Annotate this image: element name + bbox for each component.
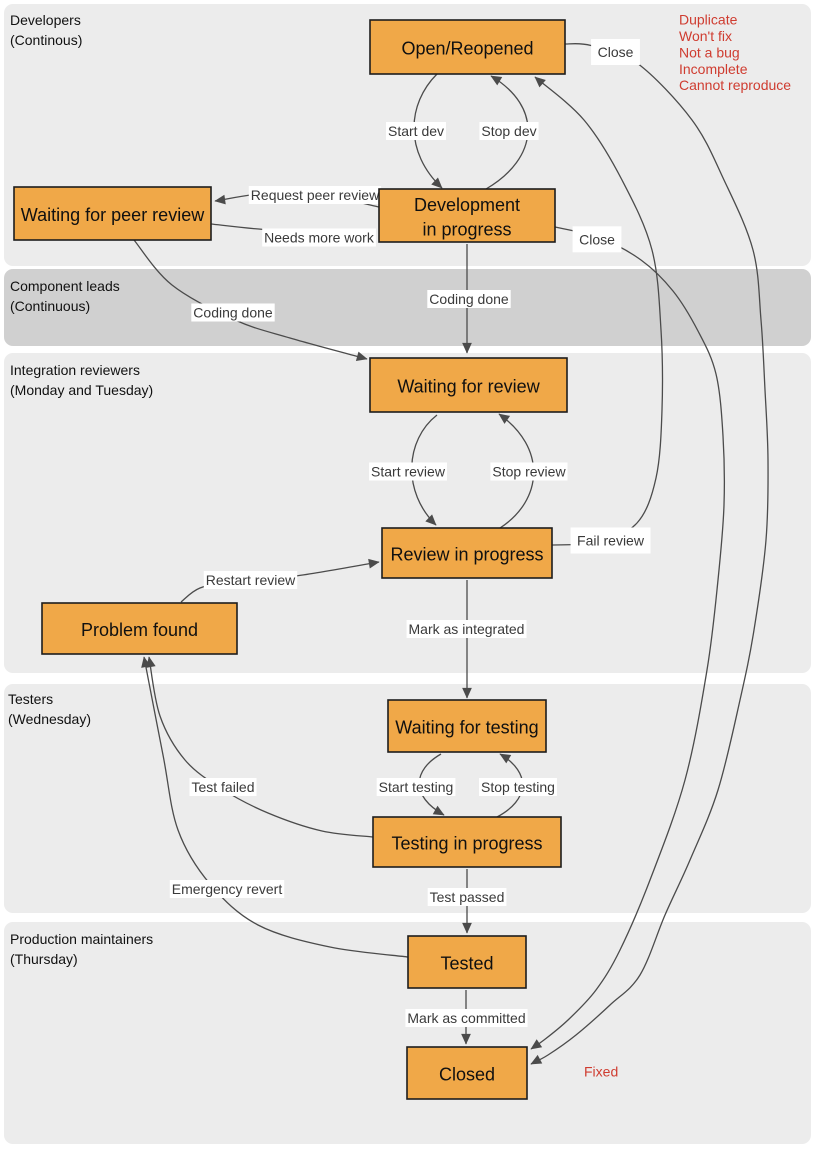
svg-text:Open/Reopened: Open/Reopened (401, 39, 533, 59)
svg-text:Testing in progress: Testing in progress (391, 834, 542, 854)
svg-text:Start review: Start review (371, 464, 446, 480)
svg-text:Mark as integrated: Mark as integrated (409, 621, 525, 637)
svg-text:Needs more work: Needs more work (264, 230, 375, 246)
svg-text:Testers: Testers (8, 691, 53, 707)
svg-text:(Continous): (Continous) (10, 32, 82, 48)
svg-text:Emergency revert: Emergency revert (172, 881, 283, 897)
svg-text:Duplicate: Duplicate (679, 12, 738, 28)
svg-text:Close: Close (579, 231, 615, 247)
svg-text:(Wednesday): (Wednesday) (8, 711, 91, 727)
svg-text:(Thursday): (Thursday) (10, 951, 78, 967)
svg-text:Incomplete: Incomplete (679, 61, 748, 77)
svg-text:Coding done: Coding done (193, 305, 273, 321)
svg-text:Stop testing: Stop testing (481, 779, 555, 795)
svg-text:Fixed: Fixed (584, 1064, 618, 1080)
svg-text:Production maintainers: Production maintainers (10, 931, 153, 947)
svg-text:(Monday and Tuesday): (Monday and Tuesday) (10, 382, 153, 398)
svg-text:Start dev: Start dev (388, 123, 444, 139)
svg-text:Close: Close (598, 44, 634, 60)
svg-text:Tested: Tested (440, 954, 493, 974)
svg-text:Coding done: Coding done (429, 291, 509, 307)
svg-text:Waiting for testing: Waiting for testing (395, 718, 538, 738)
svg-text:Test failed: Test failed (191, 779, 254, 795)
svg-text:Component leads: Component leads (10, 278, 120, 294)
svg-text:Integration reviewers: Integration reviewers (10, 362, 140, 378)
svg-text:Request peer review: Request peer review (251, 187, 380, 203)
svg-text:Waiting for peer review: Waiting for peer review (21, 205, 205, 225)
svg-text:Won't fix: Won't fix (679, 28, 732, 44)
svg-text:(Continuous): (Continuous) (10, 298, 90, 314)
svg-text:Not a bug: Not a bug (679, 44, 740, 60)
svg-text:Closed: Closed (439, 1065, 495, 1085)
svg-text:Review in progress: Review in progress (390, 545, 543, 565)
svg-text:Restart review: Restart review (206, 572, 296, 588)
svg-text:in progress: in progress (422, 220, 511, 240)
svg-text:Problem found: Problem found (81, 620, 198, 640)
svg-text:Development: Development (414, 195, 520, 215)
svg-text:Waiting for review: Waiting for review (397, 377, 540, 397)
svg-text:Stop review: Stop review (492, 464, 566, 480)
svg-text:Stop dev: Stop dev (481, 123, 536, 139)
svg-text:Cannot reproduce: Cannot reproduce (679, 77, 791, 93)
svg-text:Developers: Developers (10, 12, 81, 28)
svg-text:Fail review: Fail review (577, 533, 645, 549)
svg-text:Test passed: Test passed (430, 889, 505, 905)
svg-text:Mark as committed: Mark as committed (407, 1010, 525, 1026)
svg-text:Start testing: Start testing (379, 779, 454, 795)
